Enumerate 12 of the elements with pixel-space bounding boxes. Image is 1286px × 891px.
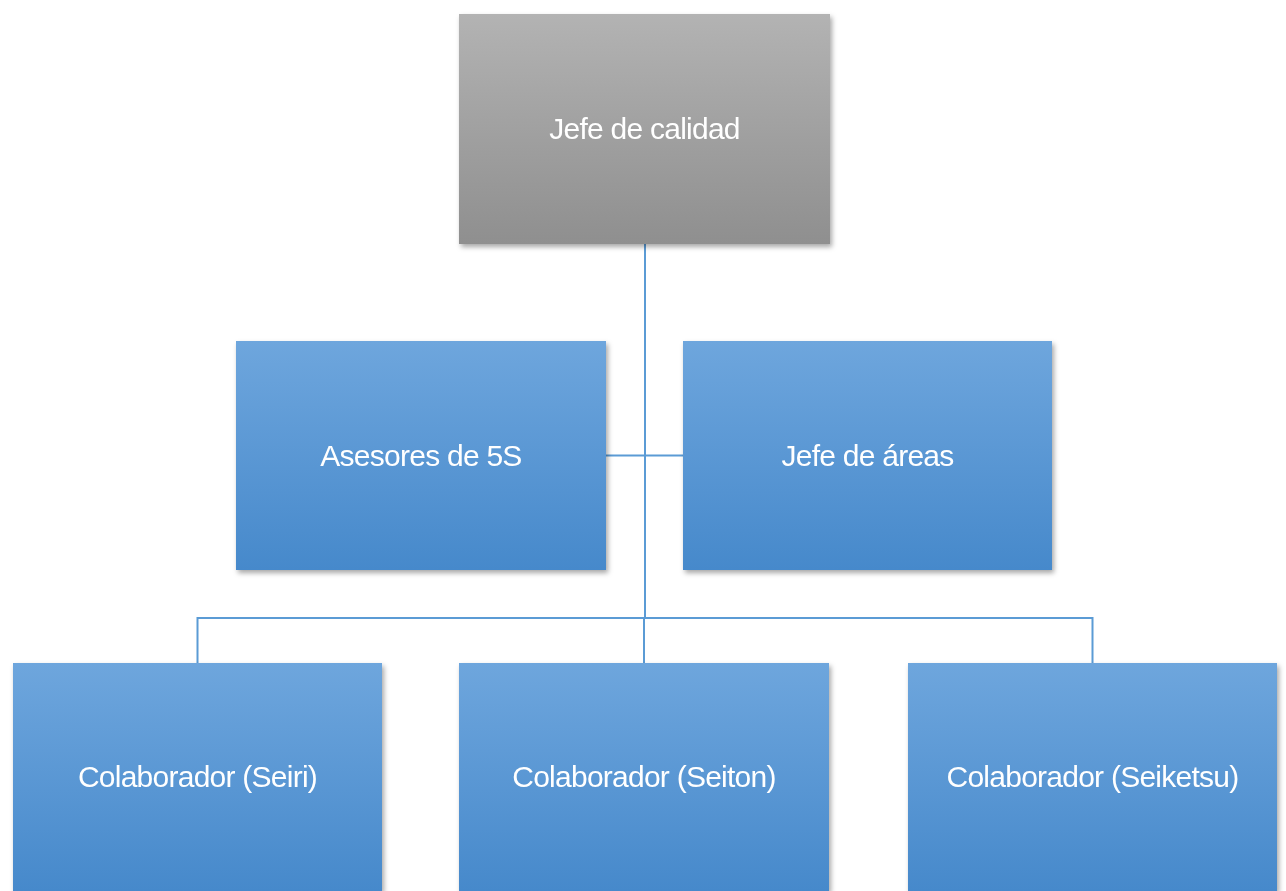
org-box — [459, 663, 829, 891]
box-label: Jefe de áreas — [781, 437, 954, 474]
box-label: Colaborador (Seiri) — [77, 759, 318, 796]
org-box — [236, 341, 606, 570]
org-box — [908, 663, 1277, 891]
org-box — [683, 341, 1052, 570]
box-label: Colaborador (Seiton) — [512, 759, 776, 796]
box-label: Jefe de calidad — [549, 111, 740, 148]
org-box — [13, 663, 382, 891]
box-label: Asesores de 5S — [320, 437, 522, 474]
org-box — [459, 14, 830, 244]
box-label: Colaborador (Seiketsu) — [946, 759, 1239, 796]
